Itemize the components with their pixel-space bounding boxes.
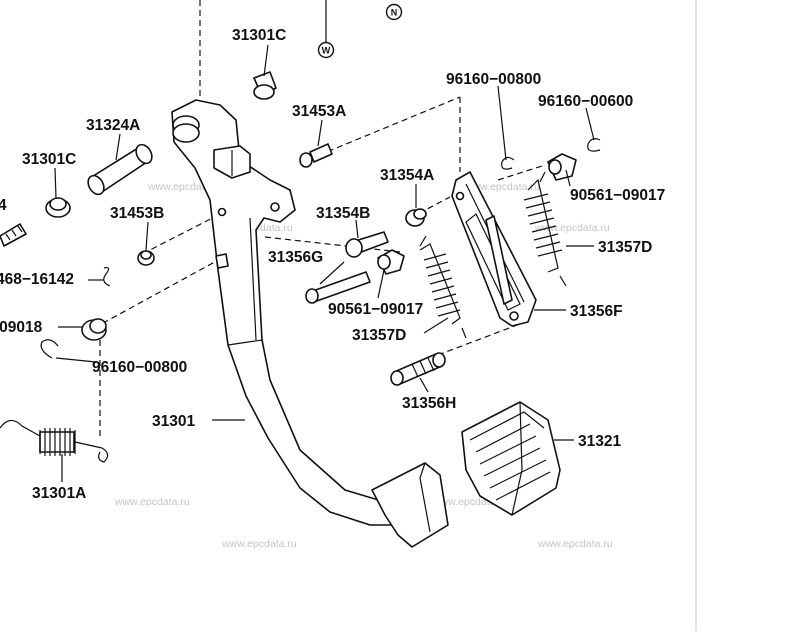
label-31453A: 31453A [292,103,346,120]
label-09018: -09018 [0,319,43,336]
label-90561-09017-right: 90561−09017 [570,187,665,204]
pedal-pad-cover-31321 [461,401,561,516]
spring-31357D-mid [419,235,467,339]
watermark: www.epcdata.ru [114,496,190,508]
label-96160-00600: 96160−00600 [538,93,633,110]
pin-31354B [345,231,389,258]
clip-96160-00600 [587,138,601,152]
label-468-16142: 468−16142 [0,271,74,288]
label-31453B: 31453B [110,205,164,222]
watermark: www.epcdata.ru [537,538,613,550]
marker-w-icon: W [317,41,335,59]
bolt-31453B [137,250,155,266]
watermark: www.epcdata.ru [221,538,297,550]
label-31301C-left: 31301C [22,151,76,168]
label-96160-00800-left: 96160−00800 [92,359,187,376]
bolt-31453A [299,143,333,168]
edge-bolt [0,223,27,247]
watermark: www.epcdata.ru [534,222,610,234]
label-31354A: 31354A [380,167,434,184]
label-31301C-top: 31301C [232,27,286,44]
marker-w-text: W [322,46,331,56]
marker-n-text: N [391,8,398,18]
label-96160-00800-top: 96160−00800 [446,71,541,88]
watermark: www.epcdata.ru [464,181,540,193]
brake-pedal-lever [171,99,396,526]
label-90561-09017-mid: 90561−09017 [328,301,423,318]
bushing-09018 [81,318,107,341]
collar-31324A [87,143,153,196]
clip-468-16142 [103,267,111,287]
pedal-pad [371,462,449,548]
stud-31356H [390,352,446,386]
stop-lamp-switch-plate-31356F [451,171,537,327]
clip-90561-09017-mid [377,249,405,275]
clip-96160-00800-left [40,339,59,359]
bushing-31301C-left [45,197,71,218]
label-31324A: 31324A [86,117,140,134]
label-31357D-mid: 31357D [352,327,406,344]
pin-31356G [305,271,371,304]
label-31301: 31301 [152,413,195,430]
bushing-31354A [405,208,427,227]
label-31356G: 31356G [268,249,323,266]
label-31321: 31321 [578,433,621,450]
clip-96160-00800-top [501,156,515,170]
part-labels: 31301C 31453A 31324A 31301C 31453B 4 468… [0,27,665,502]
return-spring-31301A [0,419,109,463]
label-31301A: 31301A [32,485,86,502]
label-31356H: 31356H [402,395,456,412]
label-31354B: 31354B [316,205,370,222]
label-31357D-right: 31357D [598,239,652,256]
bushing-31301C-top [253,71,277,100]
label-31356F: 31356F [570,303,623,320]
leader-lines [54,44,595,482]
label-edge-4: 4 [0,197,7,214]
clip-90561-09017-right [547,153,577,181]
marker-n-icon: N [385,3,403,21]
spring-31357D-right [523,171,567,287]
